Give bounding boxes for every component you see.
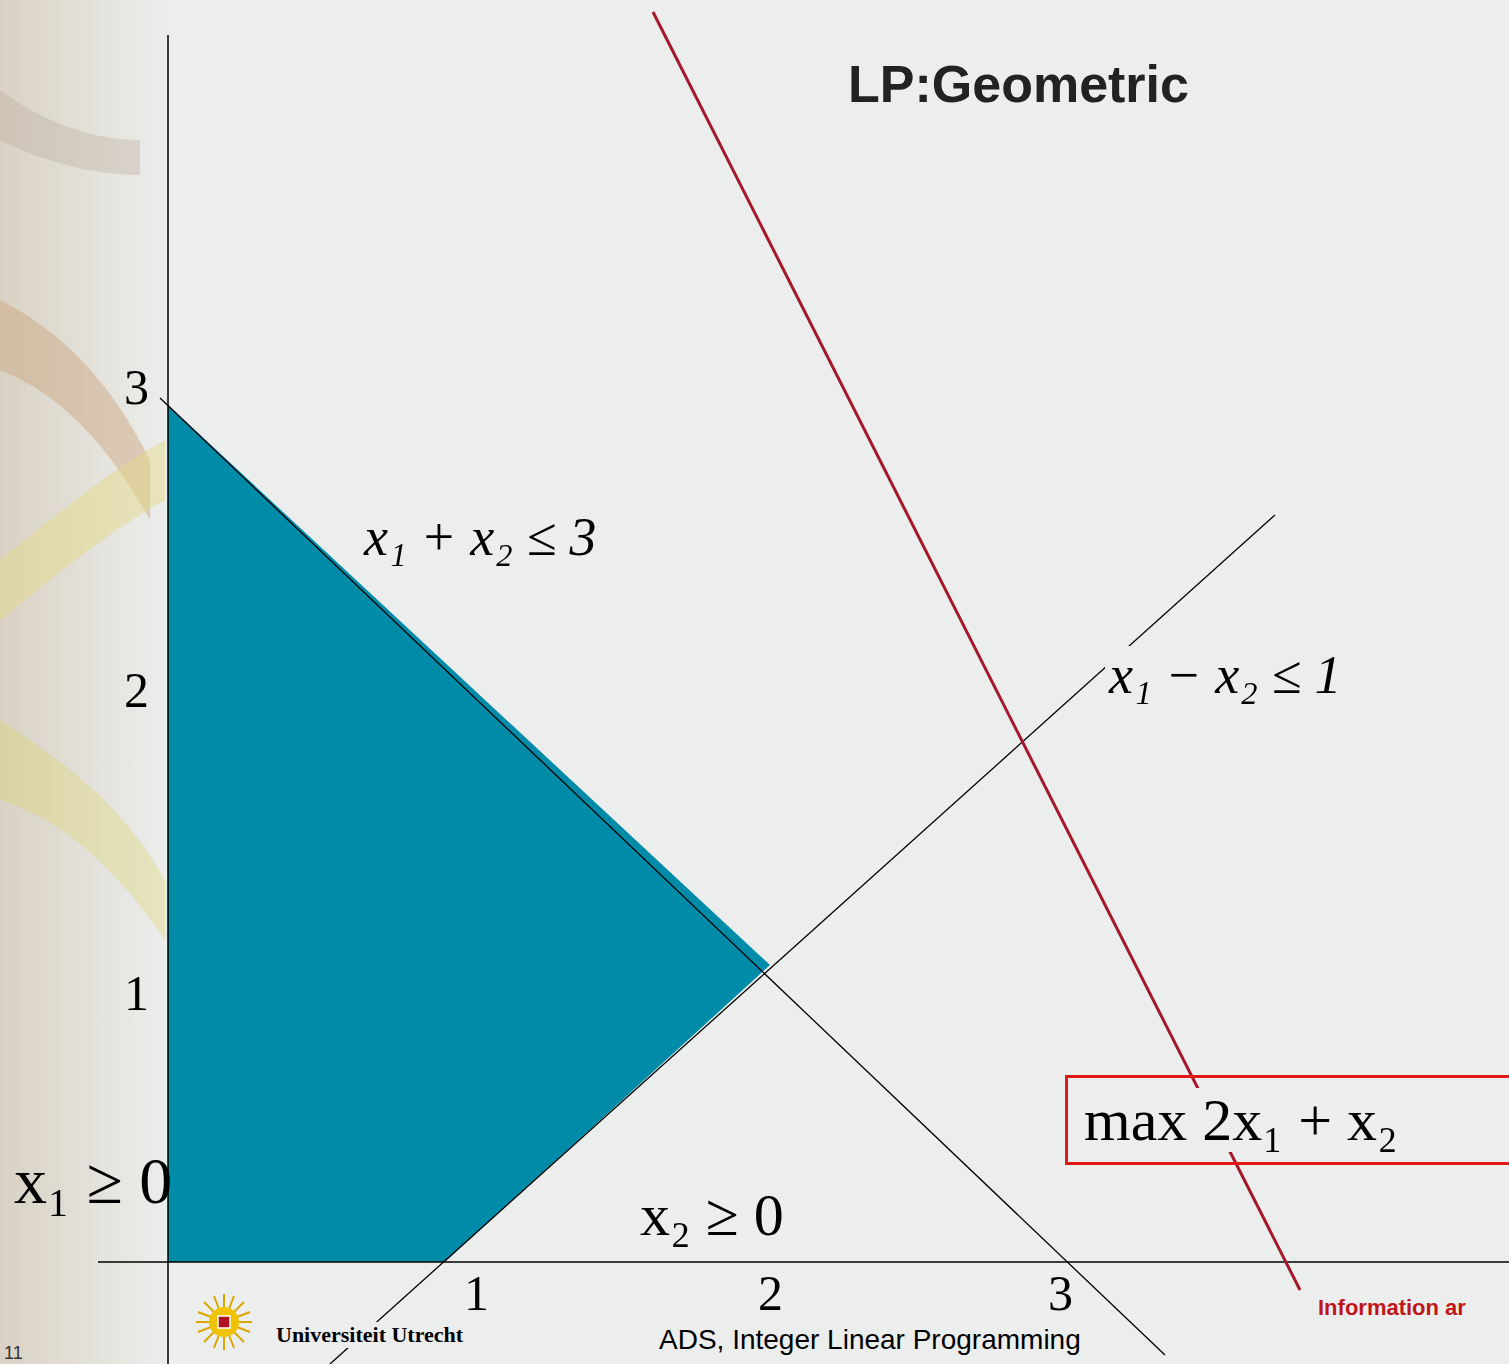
constraint-line [330, 515, 1275, 1364]
constraint-label: x₂ ≥ 0 [640, 1185, 784, 1245]
decor-swirl [0, 720, 165, 940]
footer-text: Information ar [1318, 1297, 1466, 1319]
constraint-line [160, 398, 1165, 1355]
decor-swirl [0, 440, 165, 620]
decor-swirl [0, 90, 140, 175]
feasible-region [168, 405, 770, 1262]
university-logo [196, 1294, 252, 1350]
footer-text: ADS, Integer Linear Programming [655, 1324, 1085, 1356]
slide-title: LP:Geometric [848, 58, 1189, 110]
tick-number: 3 [1048, 1268, 1073, 1318]
x-axis [98, 1261, 1509, 1263]
tick-number: 1 [464, 1268, 489, 1318]
tick-number: 3 [124, 362, 149, 412]
constraint-label: x₁ − x₂ ≤ 1 [1105, 646, 1346, 704]
university-name: Universiteit Utrecht [272, 1322, 467, 1348]
tick-number: 2 [758, 1268, 783, 1318]
constraint-label: x₁ + x₂ ≤ 3 [360, 508, 601, 566]
objective-box: max 2x₁ + x₂ [1065, 1075, 1509, 1165]
tick-number: 1 [124, 968, 149, 1018]
objective-text: max 2x₁ + x₂ [1080, 1088, 1402, 1152]
page-number: 11 [4, 1344, 23, 1362]
constraint-label: x₁ ≥ 0 [14, 1148, 172, 1214]
tick-number: 2 [124, 665, 149, 715]
